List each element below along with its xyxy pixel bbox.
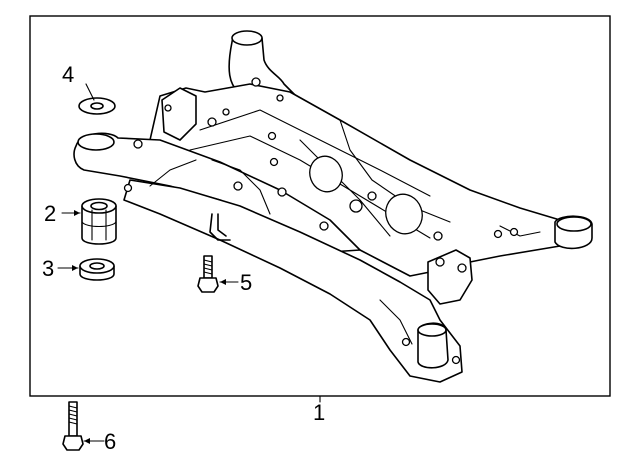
long-bolt-part[interactable]: [62, 401, 84, 451]
washer-part[interactable]: [78, 97, 116, 115]
callout-5: 5: [240, 270, 252, 295]
short-bolt-part[interactable]: [197, 255, 219, 293]
leader-lines: [57, 83, 321, 444]
callout-1: 1: [313, 400, 325, 425]
callout-4: 4: [62, 62, 74, 87]
crossmember-frame[interactable]: [73, 30, 593, 383]
callout-2: 2: [44, 201, 56, 226]
callout-6: 6: [104, 429, 116, 454]
bushing-part[interactable]: [81, 198, 117, 245]
callout-3: 3: [42, 256, 54, 281]
lower-bushing-part[interactable]: [79, 258, 115, 281]
